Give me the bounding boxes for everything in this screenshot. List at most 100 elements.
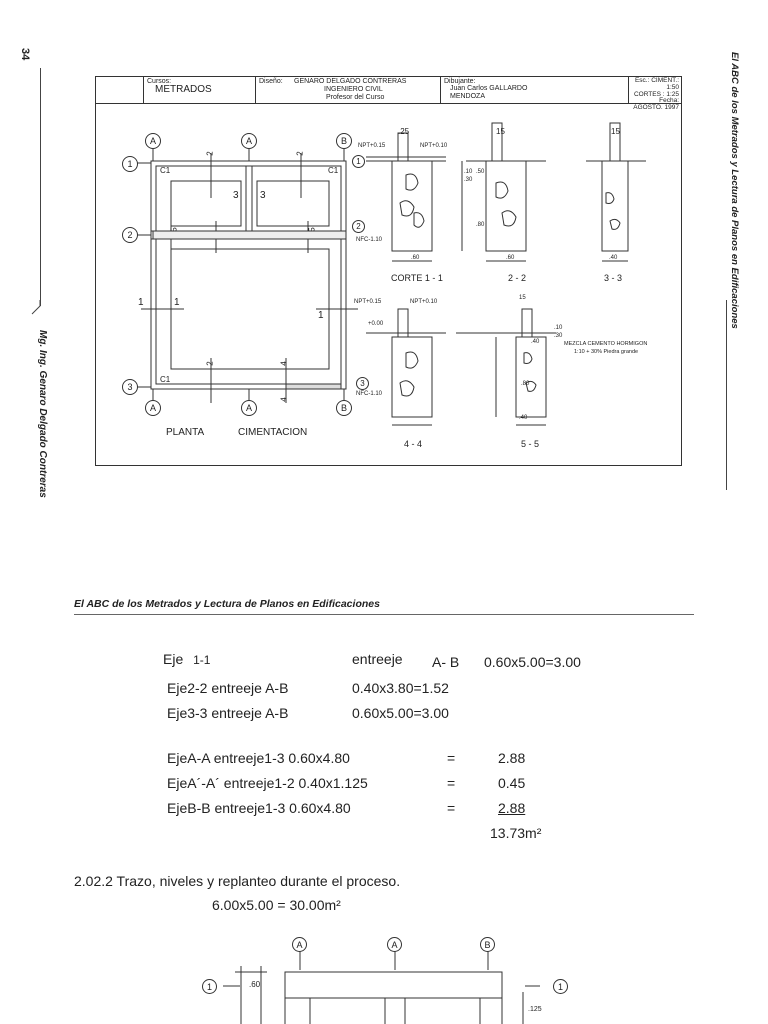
tb-dibujante: Dibujante: Juan Carlos GALLARDO MENDOZA: [440, 77, 564, 103]
calc-row2: Eje2-2 entreeje A-B: [167, 680, 289, 696]
right-rule: [726, 300, 727, 490]
axis-bubble-a-top: A: [145, 133, 161, 149]
axis-bubble-a2-top: A: [241, 133, 257, 149]
calc-row4-val: 2.88: [498, 750, 526, 766]
axis-bubble-2: 2: [122, 227, 138, 243]
cut-1-left: 1: [138, 297, 144, 308]
sec-axis-1: 1: [352, 155, 365, 168]
sec-npt-015: NPT+0.15: [358, 143, 386, 149]
calc-row4-eq: =: [447, 750, 456, 766]
calc-row1-formula: 0.60x5.00=3.00: [484, 654, 581, 670]
sec-dim-40-2: .40: [531, 339, 540, 345]
cut-2-c: 2: [205, 361, 215, 366]
sec-axis-3: 3: [356, 377, 369, 390]
foundation-sections: [366, 122, 646, 426]
corte-5-5-label: 5 - 5: [521, 439, 540, 449]
sec-nfc-1: NFC-1.10: [356, 237, 383, 243]
tb-diseno: Diseño: GENARO DELGADO CONTRERAS INGENIE…: [255, 77, 440, 103]
plan-title-cimentacion: CIMENTACION: [238, 427, 308, 438]
left-sidebar: 34 Mg. Ing. Genaro Delgado Contreras: [19, 0, 58, 1024]
cut-3-right: 3: [260, 190, 266, 201]
label-c1-b: C1: [328, 166, 339, 175]
calc-row6: EjeB-B entreeje1-3 0.60x4.80: [167, 800, 351, 816]
sec-dim-60-1: .60: [411, 255, 420, 261]
axis-bubble-b-top: B: [336, 133, 352, 149]
section-area: 6.00x5.00 = 30.00m²: [212, 897, 341, 913]
left-rule-bend: [31, 300, 41, 315]
cut-1-right: 1: [318, 310, 324, 321]
section-heading: 2.02.2 Trazo, niveles y replanteo durant…: [74, 873, 401, 889]
sec-level-000: +0.00: [368, 321, 384, 327]
sec-dim-15-b: 15: [611, 127, 620, 136]
bottom-axis-a2: A: [387, 937, 402, 952]
sec-npt-010-b: NPT+0.10: [410, 299, 438, 305]
cut-4-a: 4: [279, 361, 289, 366]
axis-bubble-b-bottom: B: [336, 400, 352, 416]
bottom-plan: [223, 950, 540, 1024]
cut-2-b: 2: [295, 151, 305, 156]
sec-dim-80-2: .80: [521, 381, 530, 387]
axis-bubble-1: 1: [122, 156, 138, 172]
left-rule-top: [40, 68, 41, 306]
cut-2-a: 2: [205, 151, 215, 156]
calc-row4: EjeA-A entreeje1-3 0.60x4.80: [167, 750, 350, 766]
calc-row5: EjeA´-A´ entreeje1-2 0.40x1.125: [167, 775, 368, 791]
calc-row2-formula: 0.40x3.80=1.52: [352, 680, 449, 696]
sec-nfc-2: NFC-1.10: [356, 391, 383, 397]
running-head: El ABC de los Metrados y Lectura de Plan…: [74, 598, 380, 610]
sec-dim-30-b: .30: [554, 333, 563, 339]
axis-bubble-3: 3: [122, 379, 138, 395]
corte-2-2-label: 2 - 2: [508, 273, 527, 283]
calc-total: 13.73m²: [490, 825, 542, 841]
calc-row3: Eje3-3 entreeje A-B: [167, 705, 289, 721]
title-block: Cursos: METRADOS Diseño: GENARO DELGADO …: [96, 77, 682, 111]
sec-dim-40-1: .40: [609, 255, 618, 261]
right-sidebar: El ABC de los Metrados y Lectura de Plan…: [720, 0, 750, 1024]
bottom-dim-60: .60: [249, 980, 261, 989]
sec-npt-015-b: NPT+0.15: [354, 299, 382, 305]
sec-dim-40-3: .40: [519, 415, 528, 421]
cut-3-left: 3: [233, 190, 239, 201]
tb-cursos: Cursos: METRADOS: [143, 77, 255, 103]
bottom-axis-b: B: [480, 937, 495, 952]
sec-dim-50-1: .50: [476, 169, 485, 175]
corte-4-4-label: 4 - 4: [404, 439, 423, 449]
tb-cursos-value: METRADOS: [155, 84, 212, 96]
calc-row1-range: A- B: [432, 654, 460, 670]
cut-5-b: 5: [307, 227, 317, 232]
page-number: 34: [19, 48, 31, 61]
calc-row5-val: 0.45: [498, 775, 526, 791]
calc-row6-val: 2.88: [498, 800, 526, 816]
label-c1-c: C1: [160, 375, 171, 384]
sec-dim-15-a: 15: [496, 127, 505, 136]
plan-title-planta: PLANTA: [166, 427, 205, 438]
bottom-axis-a: A: [292, 937, 307, 952]
sec-dim-25: .25: [398, 127, 410, 136]
calc-row1-axis: Eje 1-1: [163, 651, 211, 667]
bottom-axis-1-right: 1: [553, 979, 568, 994]
axis-bubble-a-bottom: A: [145, 400, 161, 416]
tb-escala: Esc.: CIMENT.: 1:50 CORTES : 1:25 Fecha:…: [628, 77, 682, 111]
foundation-drawing: Cursos: METRADOS Diseño: GENARO DELGADO …: [95, 76, 682, 466]
mix-line-2: 1:10 + 30% Piedra grande: [574, 349, 639, 355]
sec-dim-10-b: .10: [554, 325, 563, 331]
book-title-vertical: El ABC de los Metrados y Lectura de Plan…: [729, 52, 740, 329]
bottom-axis-1-left: 1: [202, 979, 217, 994]
cut-4-b: 4: [279, 397, 289, 402]
bottom-dim-125: .125: [528, 1006, 542, 1013]
mix-line-1: MEZCLA CEMENTO HORMIGON: [564, 341, 648, 347]
running-head-rule: [74, 614, 694, 615]
foundation-plan: [136, 145, 358, 405]
label-c1-a: C1: [160, 166, 171, 175]
calc-row5-eq: =: [447, 775, 456, 791]
corte-1-1-label: CORTE 1 - 1: [391, 273, 443, 283]
sec-axis-2: 2: [352, 220, 365, 233]
corte-3-3-label: 3 - 3: [604, 273, 623, 283]
sec-dim-15-c: 15: [519, 295, 526, 301]
sec-dim-10: .10: [464, 169, 473, 175]
calc-row3-formula: 0.60x5.00=3.00: [352, 705, 449, 721]
author-vertical: Mg. Ing. Genaro Delgado Contreras: [37, 330, 48, 498]
calc-row6-eq: =: [447, 800, 456, 816]
sec-dim-80-1: .80: [476, 222, 485, 228]
cut-5-a: 5: [169, 227, 179, 232]
